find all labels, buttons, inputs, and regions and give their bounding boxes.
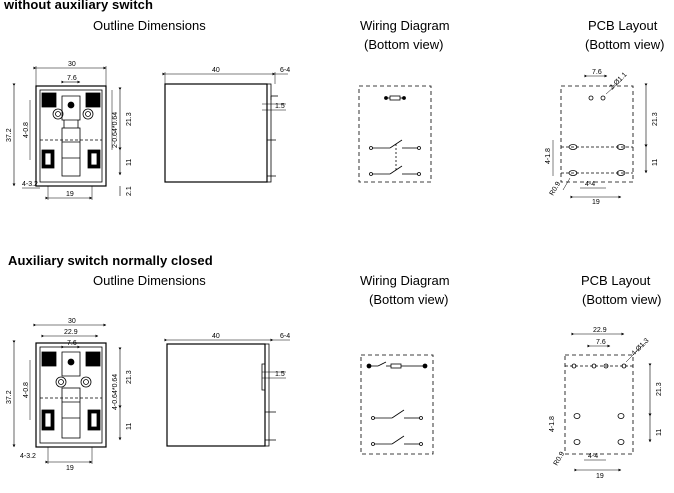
dim-pitch: 7.6 <box>67 75 77 82</box>
side-tab: 6-4 <box>280 67 290 74</box>
wiring-diagram-1 <box>358 85 432 183</box>
dim-v1: 21.3 <box>126 112 133 126</box>
pcb-inner-2: 22.9 <box>593 327 607 334</box>
dim-height-2: 37.2 <box>6 390 13 404</box>
side-dims-2: 40 6-4 1.5 <box>212 333 290 378</box>
pcb-subheader-2: (Bottom view) <box>582 292 662 307</box>
side-tail-2: 1.5 <box>275 371 285 378</box>
pcb-dims-1: 7.6 2-Ø1.1 21.3 11 4-1.8 R0.9 4-4 19 <box>545 69 659 206</box>
dim-pin: 2-0.64*0.64 <box>112 112 119 148</box>
pcb-pitch-2: 7.6 <box>596 339 606 346</box>
section-title-2: Auxiliary switch normally closed <box>8 253 213 268</box>
pcb-hole-b: 4-1.8 <box>545 148 552 164</box>
front-view-1 <box>12 66 122 200</box>
section-title-1: without auxiliary switch <box>4 0 154 12</box>
dim-v2-2: 11 <box>126 423 133 430</box>
dim-bottom-2: 4-3.2 <box>20 453 36 460</box>
side-view-1 <box>162 72 288 183</box>
pcb-header-1: PCB Layout <box>588 18 658 33</box>
side-tab-2: 6-4 <box>280 333 290 340</box>
wiring-subheader-2: (Bottom view) <box>369 292 449 307</box>
pcb-subheader-1: (Bottom view) <box>585 37 665 52</box>
pcb-v1-2: 21.3 <box>656 382 663 396</box>
side-length-2: 40 <box>212 333 220 340</box>
dim-pin-2: 4-0.64*0.64 <box>112 374 119 410</box>
dim-v2: 11 <box>126 159 133 166</box>
pcb-layout-2 <box>564 332 652 472</box>
pcb-v2: 11 <box>652 159 659 166</box>
pcb-pad: R0.9 <box>549 181 563 197</box>
pcb-layout-1 <box>552 74 648 199</box>
dim-width: 30 <box>68 61 76 68</box>
pcb-pitch: 7.6 <box>592 69 602 76</box>
dim-pitch-2: 7.6 <box>67 340 77 347</box>
side-view-2 <box>164 338 290 447</box>
pcb-v2-2: 11 <box>656 429 663 436</box>
front-view-2 <box>12 323 122 464</box>
dim-height: 37.2 <box>6 128 13 142</box>
dim-hole-row-2: 4-0.8 <box>23 382 30 398</box>
pcb-hole-a: 2-Ø1.1 <box>608 71 628 91</box>
side-dims-1: 40 6-4 1.5 <box>212 67 290 110</box>
dim-hole-row: 4-0.8 <box>23 122 30 138</box>
pcb-v1: 21.3 <box>652 112 659 126</box>
outline-header-2: Outline Dimensions <box>93 273 206 288</box>
dim-v1-2: 21.3 <box>126 370 133 384</box>
pcb-pad-2: R0.9 <box>553 451 567 467</box>
dim-foot: 2.1 <box>126 186 133 196</box>
side-length: 40 <box>212 67 220 74</box>
wiring-header-2: Wiring Diagram <box>360 273 450 288</box>
dim-base-2: 19 <box>66 465 74 472</box>
pcb-hole-b-2: 4-1.8 <box>549 416 556 432</box>
outline-header-1: Outline Dimensions <box>93 18 206 33</box>
pcb-slot-2: 4-4 <box>588 453 598 460</box>
dim-width-2: 30 <box>68 318 76 325</box>
wiring-diagram-2 <box>360 354 434 455</box>
side-tail: 1.5 <box>275 103 285 110</box>
pcb-base: 19 <box>592 199 600 206</box>
wiring-header-1: Wiring Diagram <box>360 18 450 33</box>
pcb-base-2: 19 <box>596 473 604 480</box>
pcb-hole-a-2: 4-Ø1.3 <box>630 337 650 357</box>
pcb-slot: 4-4 <box>585 181 595 188</box>
pcb-dims-2: 22.9 7.6 4-Ø1.3 21.3 11 4-1.8 R0.9 4-4 1… <box>549 327 663 480</box>
pcb-header-2: PCB Layout <box>581 273 651 288</box>
front-dims-2: 30 22.9 7.6 37.2 4-0.8 4-0.64*0.64 21.3 … <box>6 318 133 472</box>
dim-bottom: 4-3.2 <box>22 181 38 188</box>
front-dims-1: 30 7.6 37.2 4-0.8 2-0.64*0.64 21.3 11 4-… <box>6 61 133 198</box>
wiring-subheader-1: (Bottom view) <box>364 37 444 52</box>
dim-inner-2: 22.9 <box>64 329 78 336</box>
dim-base: 19 <box>66 191 74 198</box>
